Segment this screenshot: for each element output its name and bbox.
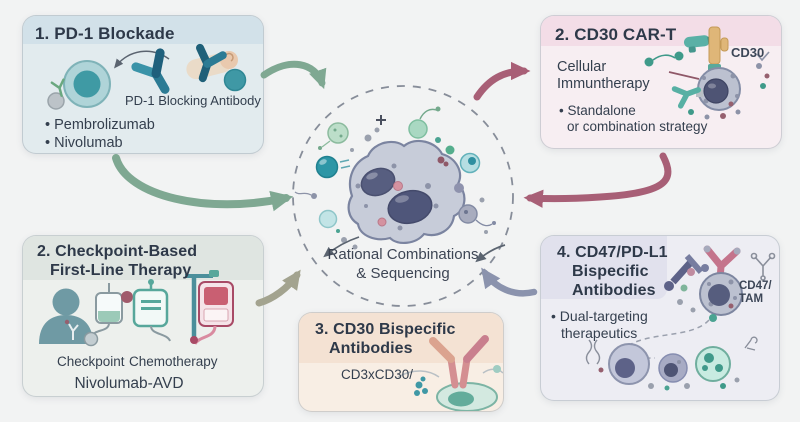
- firstline-illustration: [39, 270, 234, 347]
- antibody-icon: [131, 48, 170, 94]
- panel-title: 4. CD47/PD-L1 Bispecific Antibodies: [557, 243, 668, 300]
- cd47-label-line2: TAM: [739, 293, 764, 305]
- lymphoma-cell-icon: [697, 67, 741, 111]
- arrow-pd1-to-center-lower: [112, 154, 294, 212]
- t-cell-icon: [436, 365, 501, 411]
- cd30-label: CD30: [731, 45, 765, 60]
- center-caption: Rational Combinations & Sequencing: [318, 245, 488, 283]
- car-construct-icon: [644, 51, 700, 80]
- blood-bag-icon: [185, 270, 234, 345]
- nk-cell-icon: [695, 346, 731, 382]
- tumor-cell-icon: [608, 343, 650, 385]
- list-item: therapeutics: [561, 325, 638, 341]
- car-t-receptor-icon: [671, 86, 702, 109]
- chemo-bag-icon: [132, 279, 171, 342]
- membrane-line: [397, 370, 440, 378]
- panel-title: 2. Checkpoint-Based First-Line Therapy: [37, 242, 197, 280]
- panel-cd47-pdl1-bispecific: 4. CD47/PD-L1 Bispecific Antibodies • Du…: [540, 235, 780, 401]
- cd47-illustration: [585, 245, 776, 391]
- arrow-cd47-to-center: [481, 267, 538, 297]
- panel-cd30-cart: 2. CD30 CAR-T Cellular Immuntherapy • St…: [540, 15, 782, 149]
- antibody-icon: [195, 43, 227, 83]
- list-item: or combination strategy: [567, 119, 708, 134]
- panel-title-line2: Bispecific: [572, 263, 649, 280]
- panel-title-line2: Antibodies: [329, 340, 413, 357]
- cd47-bullet: • Dual-targeting therapeutics: [551, 308, 648, 342]
- panel-title: 2. CD30 CAR-T: [555, 25, 677, 44]
- antigen-cluster: [414, 376, 428, 396]
- panel-title-line3: Antibodies: [572, 282, 656, 299]
- cart-bullet: • Standalone or combination strategy: [559, 103, 707, 135]
- panel-header-band: [23, 236, 263, 280]
- cd47-tam-label: CD47/ TAM: [739, 280, 772, 306]
- sequence-dashed-path: [619, 319, 710, 360]
- antibody-sketch-icon: [750, 252, 776, 281]
- patient-icon: [39, 288, 93, 344]
- pd1-antibody-caption: PD-1 Blocking Antibody: [125, 93, 261, 108]
- pd1-illustration: [47, 43, 247, 110]
- cart-subtitle: Cellular Immuntherapy: [557, 59, 650, 93]
- tumor-cell-icon: [63, 60, 111, 108]
- cart-subtitle-line2: Immuntherapy: [557, 76, 650, 92]
- receptor-y-icon: [50, 78, 65, 97]
- immune-cells-cluster: [294, 106, 496, 250]
- cart-illustration: [644, 26, 770, 120]
- list-item: • Dual-targeting: [551, 308, 648, 324]
- reed-sternberg-cell-icon: [347, 139, 466, 244]
- sketch-doodles: [585, 336, 758, 391]
- panel-header-band: [541, 16, 781, 46]
- arrow-firstline-to-center: [255, 269, 301, 307]
- panel-title-line1: 3. CD30 Bispecific: [315, 321, 456, 338]
- panel-title-line1: 2. Checkpoint-Based: [37, 243, 198, 260]
- pd1-drug-list: • Pembrolizumab • Nivolumab: [45, 116, 155, 152]
- arrow-pd1-to-center-top: [260, 60, 327, 90]
- panel-header-band: [541, 236, 667, 299]
- macrophage-cell-icon: [699, 272, 743, 322]
- list-item: • Standalone: [559, 103, 636, 118]
- small-cell-icon: [658, 353, 688, 383]
- signal-dots: [677, 268, 696, 313]
- panel-cd30-bispecific: 3. CD30 Bispecific Antibodies CD3xCD30/: [298, 312, 504, 412]
- panel-title-line1: 4. CD47/PD-L1: [557, 244, 668, 261]
- cd30-bispecific-illustration: [397, 335, 503, 411]
- center-caption-line1: Rational Combinations: [327, 246, 479, 263]
- panel-checkpoint-firstline: 2. Checkpoint-Based First-Line Therapy C…: [22, 235, 264, 397]
- panel-pd1-blockade: 1. PD-1 Blockade PD-1 Blocking Antibody …: [22, 15, 264, 154]
- bispecific-antibody-icon: [429, 335, 489, 389]
- regimen-caption: Nivolumab-AVD: [74, 375, 184, 392]
- checkpoint-label: Checkpoint: [57, 354, 125, 369]
- drug-conjugate-icon: [664, 254, 709, 291]
- chemotherapy-label: Chemotherapy: [129, 354, 218, 369]
- panel-title-line2: First-Line Therapy: [50, 262, 192, 279]
- arrow-center-to-cart: [473, 61, 531, 101]
- panel-header-band: [23, 16, 263, 44]
- panel-title: 3. CD30 Bispecific Antibodies: [315, 320, 456, 358]
- list-item: • Nivolumab: [45, 135, 123, 151]
- debris-dots: [688, 51, 770, 120]
- panel-title: 1. PD-1 Blockade: [35, 24, 175, 43]
- pd1-receptor-dot: [47, 92, 65, 110]
- cart-subtitle-line1: Cellular: [557, 59, 607, 75]
- linker-dot: [696, 90, 703, 97]
- iv-drip-icon: [83, 283, 133, 347]
- construct-caption: CD3xCD30/: [341, 367, 414, 382]
- list-item: • Pembrolizumab: [45, 117, 155, 133]
- center-caption-line2: & Sequencing: [356, 265, 450, 282]
- cd47-label-line1: CD47/: [739, 280, 772, 292]
- arrow-cart-to-center: [523, 152, 672, 208]
